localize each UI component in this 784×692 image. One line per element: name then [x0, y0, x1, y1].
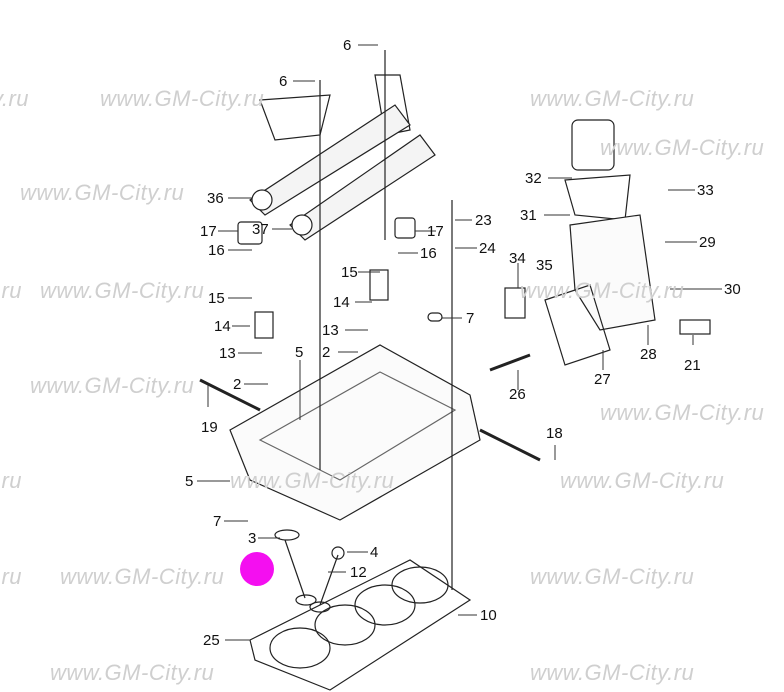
watermark: www.GM-City.ru: [560, 468, 725, 493]
callout-14[interactable]: 14: [214, 318, 231, 335]
callout-16[interactable]: 16: [208, 242, 225, 259]
watermark: www.GM-City.ru: [530, 660, 695, 685]
watermark: y.ru: [0, 86, 30, 111]
watermark: y.ru: [0, 564, 23, 589]
callout-27[interactable]: 27: [594, 371, 611, 388]
callout-12[interactable]: 12: [350, 564, 367, 581]
egr-housing: [569, 214, 656, 331]
callout-16[interactable]: 16: [420, 245, 437, 262]
callout-36[interactable]: 36: [207, 190, 224, 207]
bore: [269, 627, 331, 669]
watermark: www.GM-City.ru: [600, 400, 765, 425]
callout-15[interactable]: 15: [341, 264, 358, 281]
watermark: www.GM-City.ru: [520, 278, 685, 303]
callout-28[interactable]: 28: [640, 346, 657, 363]
watermark: y.ru: [0, 278, 23, 303]
callout-2[interactable]: 2: [322, 344, 331, 361]
callout-19[interactable]: 19: [201, 419, 218, 436]
callout-21[interactable]: 21: [684, 357, 701, 374]
watermark: www.GM-City.ru: [30, 373, 195, 398]
callout-29[interactable]: 29: [699, 234, 716, 251]
callout-31[interactable]: 31: [520, 207, 537, 224]
callout-26[interactable]: 26: [509, 386, 526, 403]
callout-5[interactable]: 5: [295, 344, 304, 361]
callout-33[interactable]: 33: [697, 182, 714, 199]
callout-13[interactable]: 13: [322, 322, 339, 339]
bore: [314, 604, 376, 646]
callout-34[interactable]: 34: [509, 250, 526, 267]
callout-5[interactable]: 5: [185, 473, 194, 490]
callout-10[interactable]: 10: [480, 607, 497, 624]
watermark: www.GM-City.ru: [530, 86, 695, 111]
callout-32[interactable]: 32: [525, 170, 542, 187]
callout-7[interactable]: 7: [213, 513, 222, 530]
callout-4[interactable]: 4: [370, 544, 379, 561]
watermark: www.GM-City.ru: [100, 86, 265, 111]
watermark: y.ru: [0, 468, 23, 493]
callout-2[interactable]: 2: [233, 376, 242, 393]
callout-17[interactable]: 17: [427, 223, 444, 240]
egr-valve: [571, 119, 615, 171]
egr-gasket: [544, 284, 611, 366]
watermark: www.GM-City.ru: [60, 564, 225, 589]
callout-7[interactable]: 7: [466, 310, 475, 327]
watermark: www.GM-City.ru: [50, 660, 215, 685]
watermark: www.GM-City.ru: [600, 135, 765, 160]
callout-35[interactable]: 35: [536, 257, 553, 274]
cylinder-head: [229, 344, 481, 521]
highlight-marker[interactable]: [240, 552, 274, 586]
callout-15[interactable]: 15: [208, 290, 225, 307]
callout-24[interactable]: 24: [479, 240, 496, 257]
camshaft-sprocket-end: [291, 214, 313, 236]
camshaft-sprocket-end: [251, 189, 273, 211]
callout-18[interactable]: 18: [546, 425, 563, 442]
callout-3[interactable]: 3: [248, 530, 257, 547]
callout-25[interactable]: 25: [203, 632, 220, 649]
callout-6[interactable]: 6: [279, 73, 288, 90]
callout-13[interactable]: 13: [219, 345, 236, 362]
bore: [391, 566, 449, 604]
watermark: www.GM-City.ru: [530, 564, 695, 589]
callout-37[interactable]: 37: [252, 221, 269, 238]
callout-30[interactable]: 30: [724, 281, 741, 298]
callout-14[interactable]: 14: [333, 294, 350, 311]
watermark: www.GM-City.ru: [20, 180, 185, 205]
watermark: www.GM-City.ru: [40, 278, 205, 303]
callout-17[interactable]: 17: [200, 223, 217, 240]
bore: [354, 584, 416, 626]
callout-23[interactable]: 23: [475, 212, 492, 229]
watermark: www.GM-City.ru: [230, 468, 395, 493]
callout-6[interactable]: 6: [343, 37, 352, 54]
head-gasket: [249, 559, 472, 691]
